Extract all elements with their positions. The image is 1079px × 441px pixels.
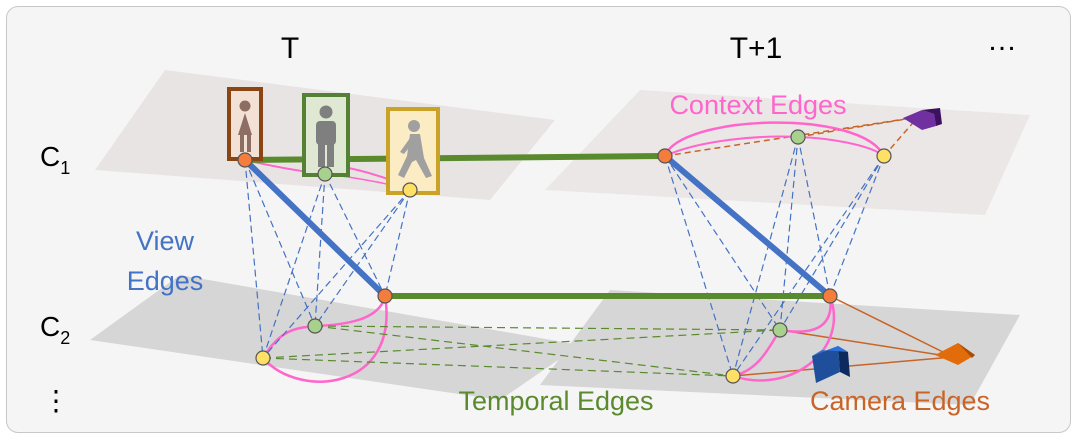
node-orange-c2-t — [377, 288, 393, 304]
node-orange-c1-t1 — [657, 148, 673, 164]
camera-edges-label: Camera Edges — [810, 386, 990, 416]
node-yellow-c1-t — [402, 182, 418, 198]
view-edges-label-line1: View — [136, 226, 195, 256]
node-orange-c1-t — [237, 152, 253, 168]
camera-purple-icon — [903, 108, 942, 130]
camera-orange-icon — [935, 343, 975, 365]
person-walking-icon — [386, 107, 440, 195]
node-green-c1-t1 — [790, 129, 806, 145]
view-edge-thick-t — [242, 157, 388, 299]
node-green-c2-t1 — [772, 322, 788, 338]
node-yellow-c2-t1 — [725, 368, 741, 384]
time-label-t-plus-1: T+1 — [730, 32, 783, 65]
time-label-t: T — [281, 32, 299, 65]
context-edges-label: Context Edges — [669, 90, 846, 120]
node-green-c2-t — [307, 318, 323, 334]
view-edges — [244, 136, 885, 377]
node-green-c1-t — [317, 166, 333, 182]
view-edge-thick-t1 — [663, 153, 832, 299]
time-ellipsis: … — [987, 24, 1017, 57]
node-orange-c2-t1 — [822, 288, 838, 304]
plane-c2-t — [90, 275, 580, 400]
view-edges-label-line2: Edges — [127, 266, 204, 296]
node-yellow-c1-t1 — [876, 148, 892, 164]
camera-vertical-ellipsis: ⋮ — [42, 385, 70, 416]
camera-blue-icon — [812, 346, 850, 383]
plane-c2-t1 — [540, 290, 1020, 405]
temporal-edges-label: Temporal Edges — [458, 386, 653, 416]
node-yellow-c2-t — [255, 350, 271, 366]
person-male-icon — [302, 93, 350, 177]
camera-label-c1: C1 — [40, 141, 70, 178]
temporal-edges — [262, 325, 781, 377]
nodes — [237, 129, 892, 384]
camera-label-c2: C2 — [40, 311, 70, 348]
person-female-icon — [227, 87, 263, 161]
